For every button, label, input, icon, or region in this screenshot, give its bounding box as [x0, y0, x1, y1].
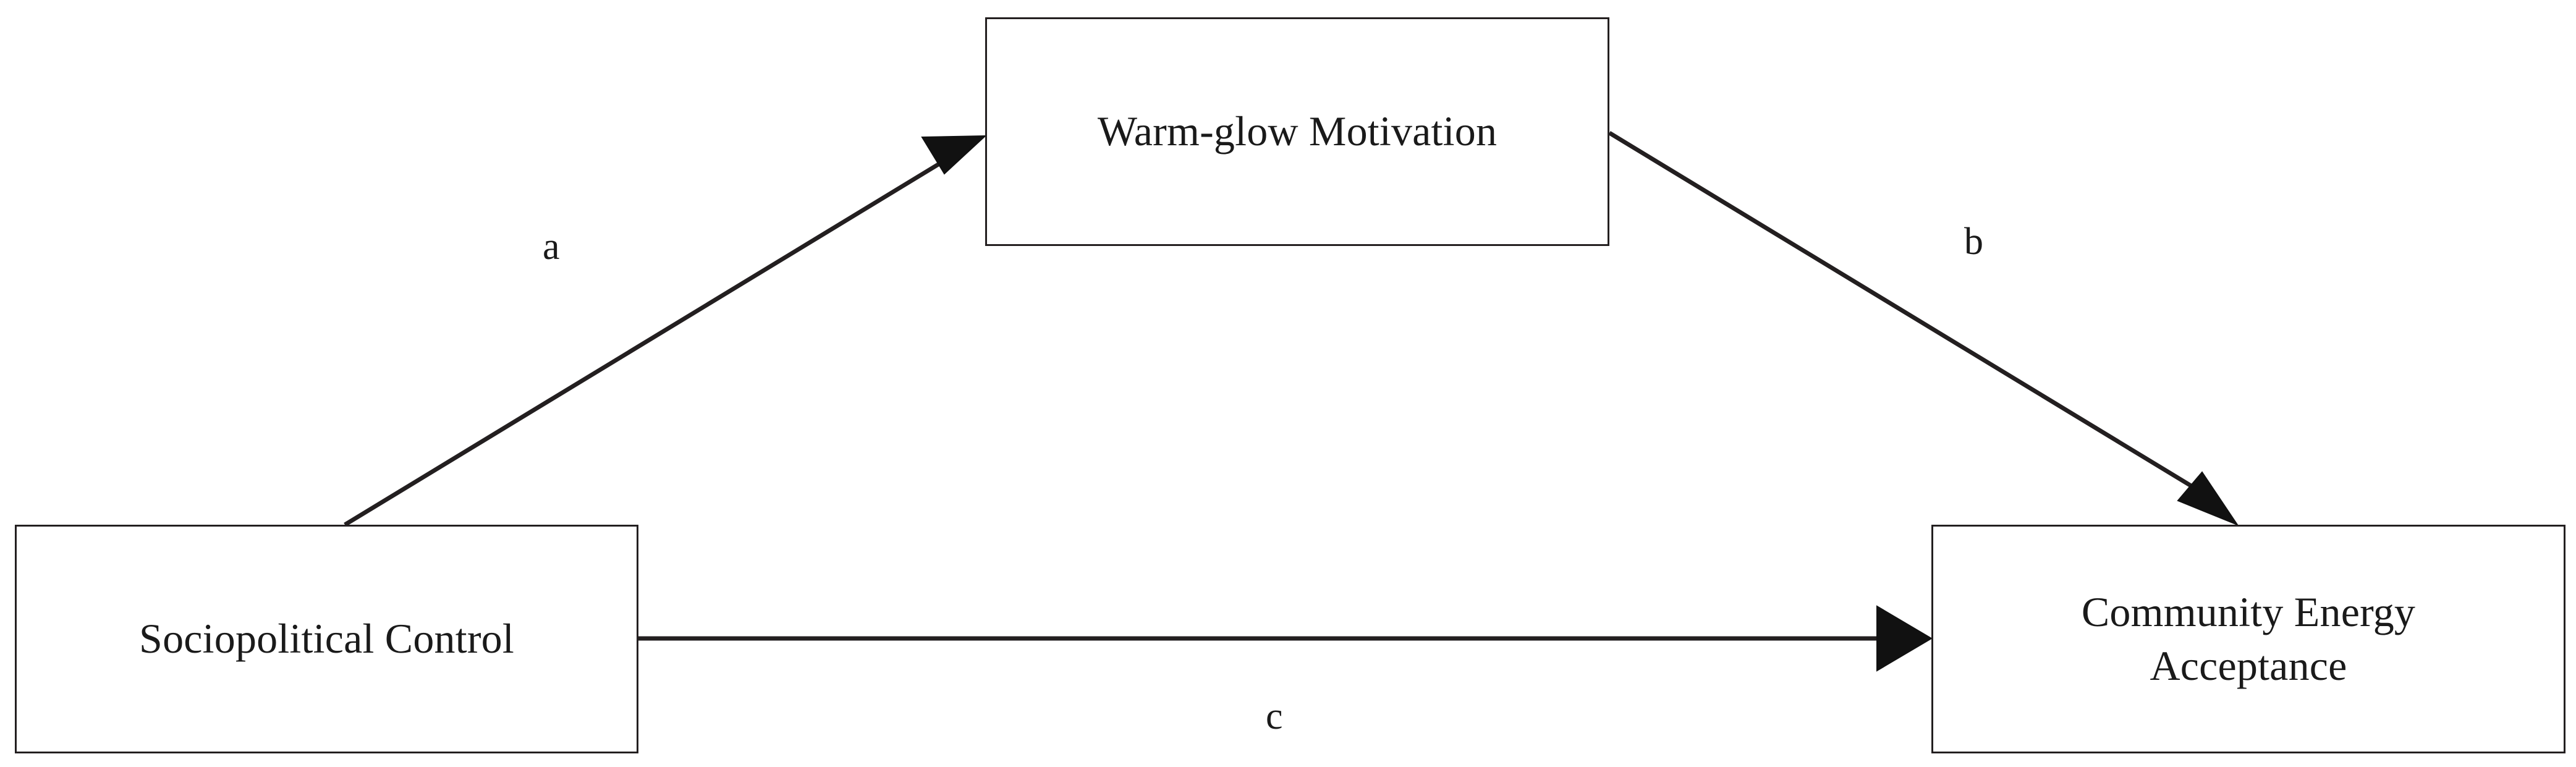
path-c-arrow	[638, 605, 1933, 672]
node-warm-glow-motivation-label: Warm-glow Motivation	[1097, 108, 1498, 155]
node-community-energy-acceptance-label: Community Energy Acceptance	[2081, 588, 2416, 689]
node-sociopolitical-control[interactable]: Sociopolitical Control	[15, 525, 638, 753]
path-b-arrow	[1608, 131, 2239, 527]
node-sociopolitical-control-label: Sociopolitical Control	[139, 615, 514, 663]
path-c-label: c	[1266, 695, 1283, 737]
path-a-arrow	[344, 135, 987, 527]
path-a-label: a	[543, 226, 560, 268]
path-b-label: b	[1964, 221, 1983, 263]
node-community-energy-acceptance[interactable]: Community Energy Acceptance	[1931, 525, 2565, 753]
node-warm-glow-motivation[interactable]: Warm-glow Motivation	[985, 17, 1609, 246]
